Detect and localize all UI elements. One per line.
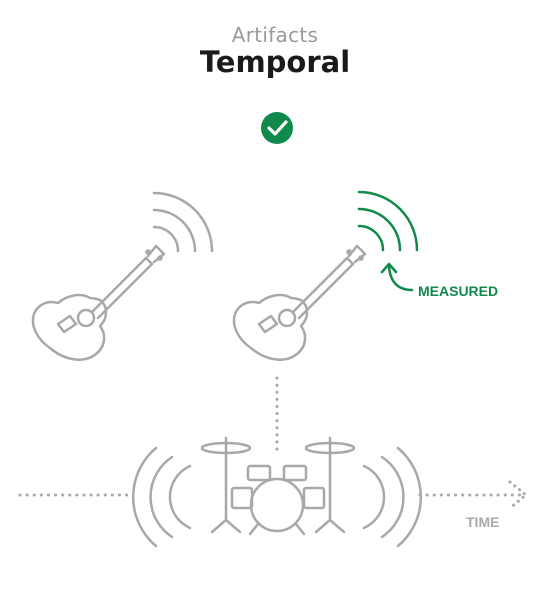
time-arrow-icon — [508, 480, 529, 510]
sound-wave-left — [152, 191, 214, 253]
subtitle: Artifacts — [231, 23, 319, 47]
sound-wave-measured — [357, 190, 419, 252]
guitar-icon — [31, 244, 166, 361]
time-label: TIME — [466, 514, 499, 530]
page-title: Temporal — [199, 45, 351, 79]
measured-arrow — [380, 262, 414, 292]
measured-label: MEASURED — [418, 283, 498, 299]
check-circle-icon — [261, 112, 293, 144]
header: Artifacts Temporal — [0, 22, 550, 78]
guitar-icon — [232, 244, 367, 361]
drum-wave-left — [132, 446, 192, 548]
drum-kit-icon — [200, 436, 356, 536]
drum-wave-right — [362, 446, 422, 548]
